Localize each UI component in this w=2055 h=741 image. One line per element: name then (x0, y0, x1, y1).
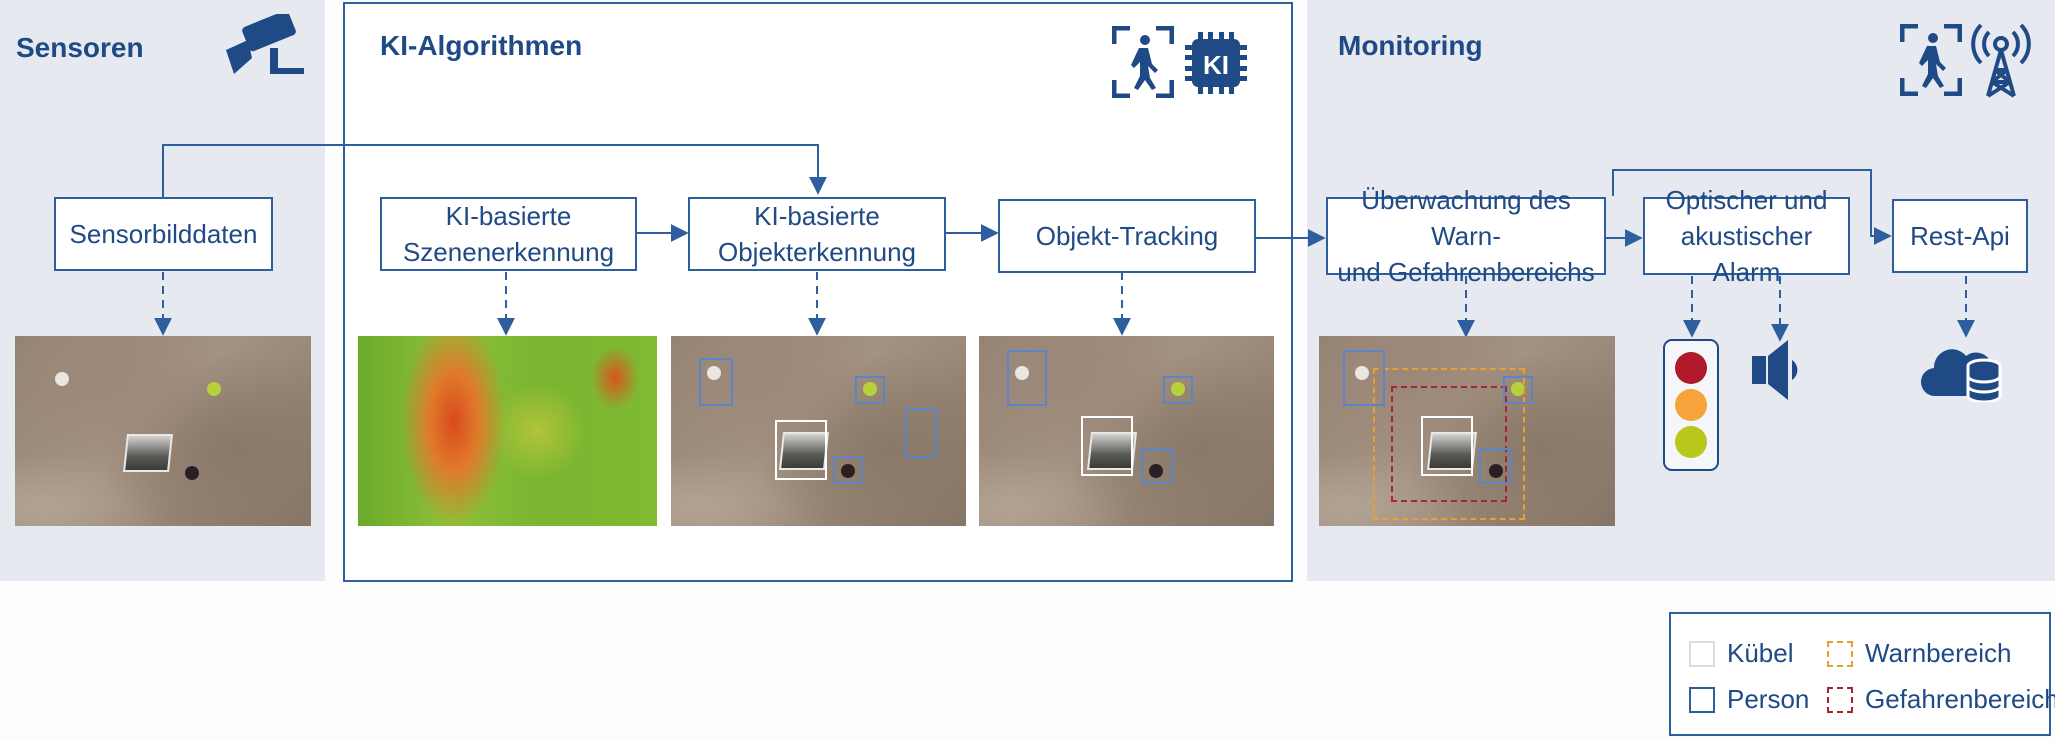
gefahrenbereich-zone (1391, 386, 1507, 502)
person-box (1141, 448, 1173, 484)
sensor-image (15, 336, 311, 526)
node-sensorbilddaten: Sensorbilddaten (54, 197, 273, 271)
legend-label-warnbereich: Warnbereich (1865, 638, 2012, 668)
legend-label-kuebel: Kübel (1727, 638, 1794, 668)
legend-item-gefahrenbereich: Gefahrenbereich (1827, 684, 2055, 715)
node-rest-api: Rest-Api (1892, 199, 2028, 273)
bucket-box (775, 420, 827, 480)
warnbereich-zone (1373, 368, 1525, 520)
cloud-database-icon (1920, 349, 2002, 402)
legend: Kübel Warnbereich Person Gefahrenbereich (1669, 612, 2055, 736)
speaker-icon (1752, 340, 1798, 400)
panel-title-ki: KI-Algorithmen (380, 30, 583, 61)
person-box (905, 408, 937, 458)
person-box (833, 456, 863, 484)
node-szenenerkennung: KI-basierte Szenenerkennung (380, 197, 637, 271)
legend-item-warnbereich: Warnbereich (1827, 638, 2011, 669)
person-box (1343, 350, 1385, 406)
warnbereich-swatch (1827, 640, 1853, 667)
security-camera-icon (226, 14, 304, 74)
person-box (1503, 376, 1533, 404)
node-objekterkennung: KI-basierte Objekterkennung (688, 197, 946, 271)
person-box (1007, 350, 1047, 406)
person-detection-icon (1900, 24, 1962, 96)
traffic-light-icon (1663, 339, 1719, 471)
node-alarm: Optischer und akustischer Alarm (1643, 185, 1850, 287)
broadcast-tower-icon (1971, 23, 2031, 98)
ai-chip-icon: KI (1185, 32, 1247, 94)
person-box (1479, 448, 1511, 484)
legend-item-person: Person (1689, 684, 1809, 715)
person-box (699, 358, 733, 406)
object-detection-image (671, 336, 966, 526)
legend-label-gefahrenbereich: Gefahrenbereich (1865, 684, 2055, 714)
legend-label-person: Person (1727, 684, 1810, 714)
ki-chip-label: KI (1203, 50, 1229, 80)
panel-title-sensoren: Sensoren (16, 32, 144, 63)
node-ueberwachung: Überwachung des Warn- und Gefahrenbereic… (1326, 185, 1606, 287)
person-box (855, 376, 885, 404)
bucket-box (1081, 416, 1133, 476)
kuebel-swatch (1689, 640, 1715, 667)
legend-item-kuebel: Kübel (1689, 638, 1794, 669)
scene-heatmap-image (358, 336, 657, 526)
person-detection-icon (1112, 26, 1174, 98)
tracking-image (979, 336, 1274, 526)
node-objekt-tracking: Objekt-Tracking (998, 199, 1256, 273)
person-box (1163, 376, 1193, 404)
person-swatch (1689, 686, 1715, 713)
panel-title-monitoring: Monitoring (1338, 30, 1483, 61)
bucket-box (1421, 416, 1473, 476)
gefahrenbereich-swatch (1827, 686, 1853, 713)
monitoring-zones-image (1319, 336, 1615, 526)
